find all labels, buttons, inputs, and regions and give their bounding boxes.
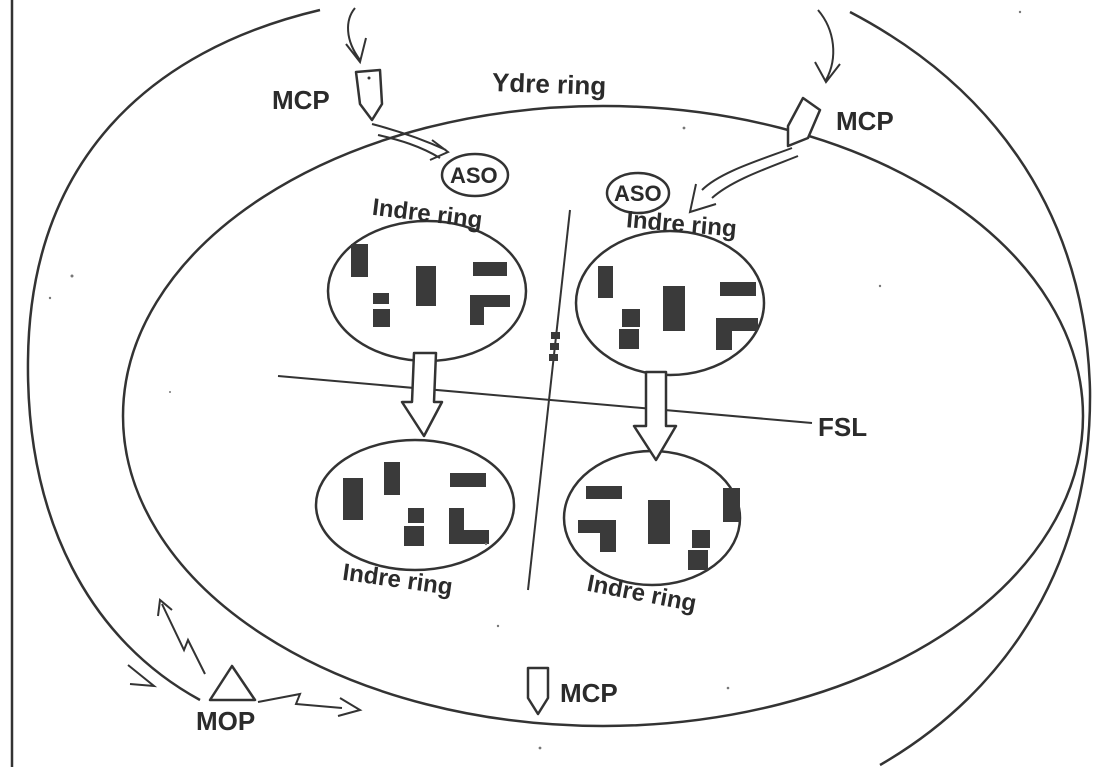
ellipsis-dots (549, 332, 560, 361)
entry-arrow-right (814, 9, 841, 84)
flow-arrow-icon (632, 370, 678, 462)
mcp-label-top-right: MCP (836, 106, 894, 136)
mop-zigzag-right (257, 692, 363, 717)
fsl-line (277, 375, 813, 424)
inner-ring-label-top-right: Indre ring (625, 206, 738, 243)
entry-arrow-left (345, 7, 367, 65)
fsl-label: FSL (818, 412, 867, 442)
inner-ring-label-bottom-right: Indre ring (585, 570, 699, 618)
blocks-top-left (351, 244, 510, 327)
inner-ring-top-right (574, 229, 766, 377)
mop-triangle-icon (208, 664, 257, 702)
scan-speckles (48, 10, 1022, 750)
mop-label: MOP (196, 706, 255, 736)
mop-zigzag-up (157, 598, 206, 675)
blocks-bottom-left (343, 462, 489, 546)
blocks-top-right (598, 266, 758, 350)
aso-label-left: ASO (450, 163, 498, 188)
aso-circle-left (440, 152, 510, 198)
entry-arrow-bottom-left (127, 664, 158, 688)
mcp-dot (367, 76, 371, 80)
inner-ring-bottom-left (314, 438, 516, 572)
blocks-bottom-right (578, 486, 740, 570)
mcp-to-aso-arrow-right (688, 147, 799, 214)
flow-arrow-icon (400, 351, 444, 438)
aso-label-right: ASO (614, 181, 662, 206)
middle-ring (121, 104, 1085, 728)
outer-ring-label: Ydre ring (492, 67, 607, 101)
mcp-pentagon-icon (526, 666, 550, 716)
aso-circle-right (605, 171, 671, 215)
mcp-label-top-left: MCP (272, 85, 330, 115)
outer-ring-left-arc (26, 8, 321, 702)
inner-ring-label-bottom-left: Indre ring (341, 559, 454, 601)
outer-ring-right-arc (849, 10, 1092, 767)
mcp-pentagon-icon (786, 96, 822, 148)
mcp-pentagon-icon (354, 68, 384, 122)
mcp-to-aso-arrow (371, 123, 450, 161)
mcp-label-bottom: MCP (560, 678, 618, 708)
inner-ring-label-top-left: Indre ring (371, 194, 484, 234)
